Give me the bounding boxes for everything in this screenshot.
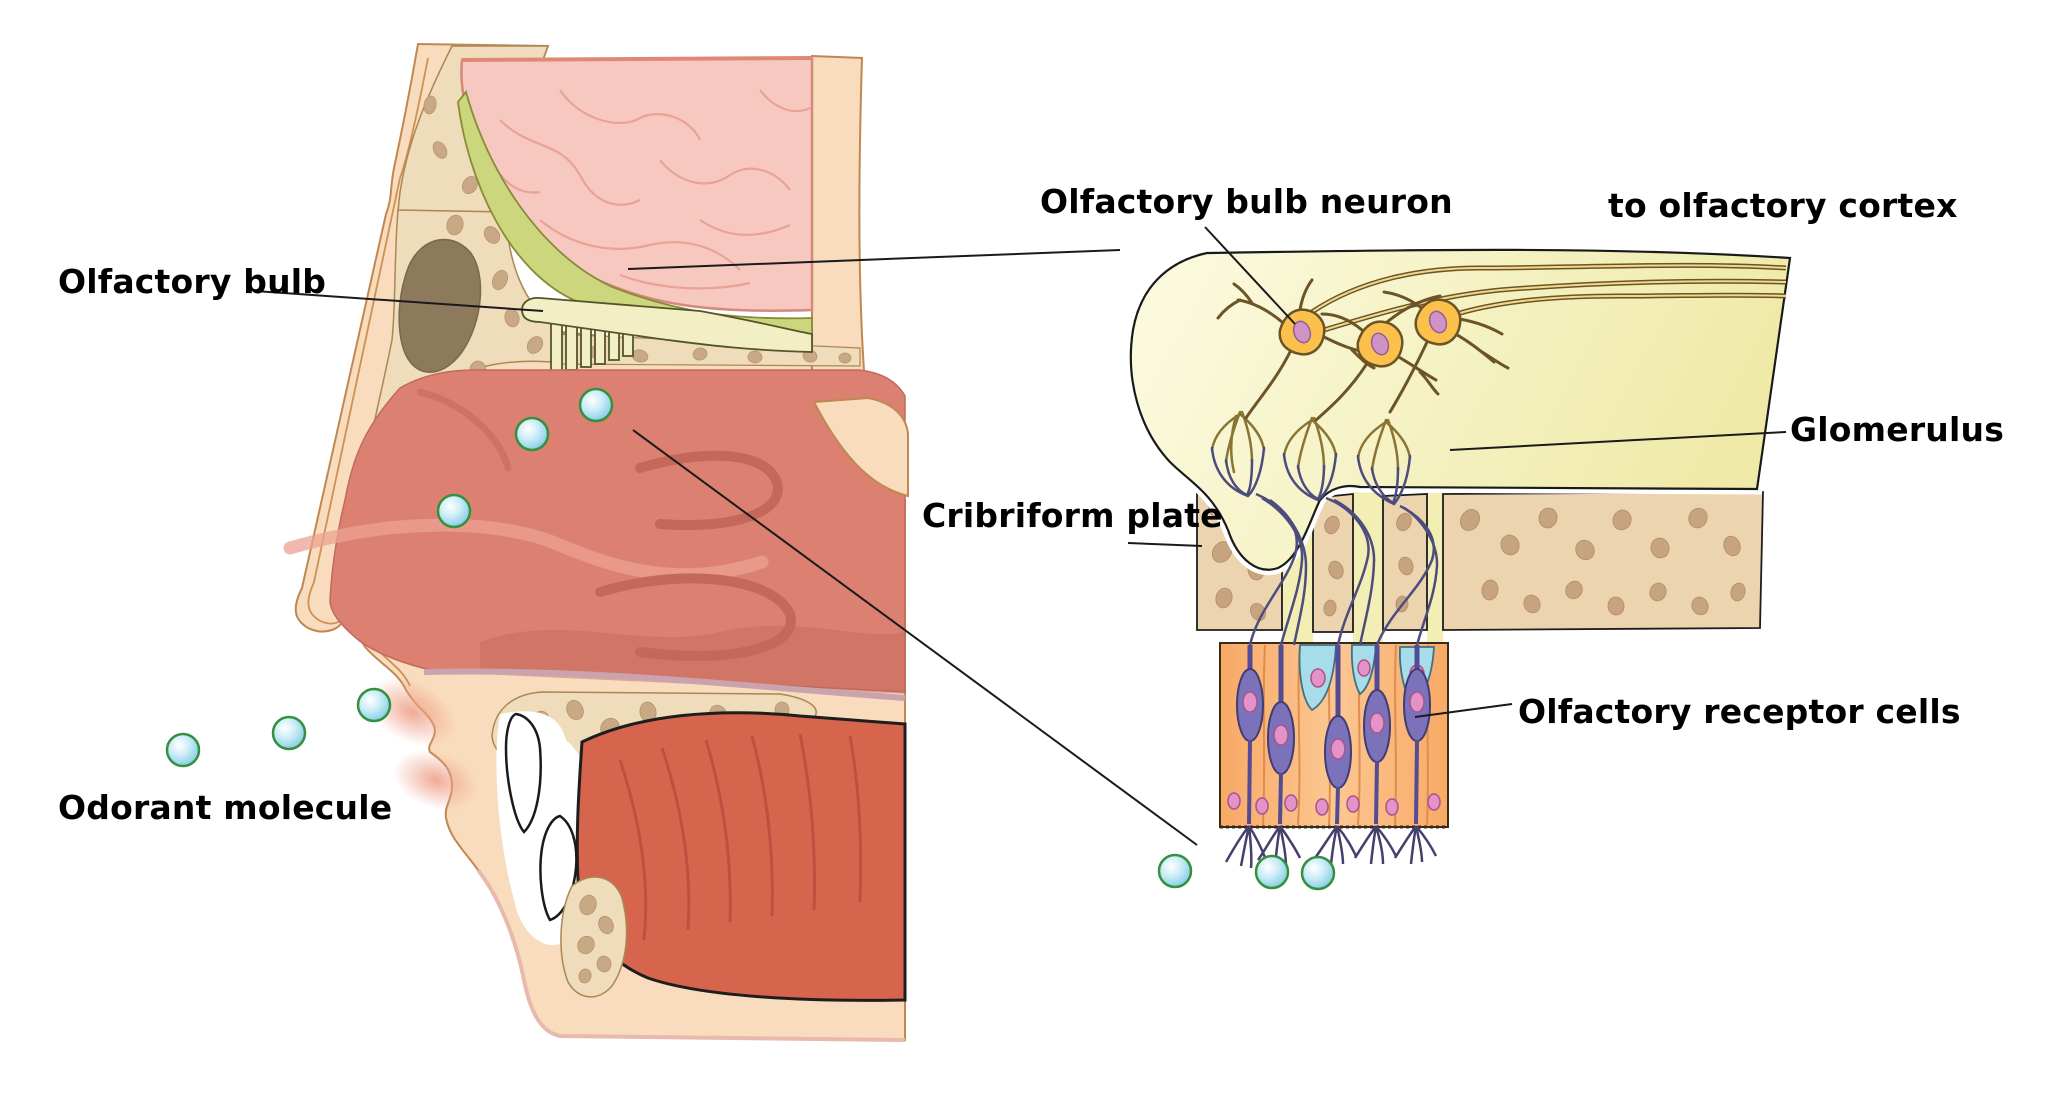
skin-bottom-shade bbox=[476, 868, 906, 1042]
odorant-molecule bbox=[1157, 853, 1193, 889]
receptor-axon-bundles bbox=[1248, 492, 1439, 646]
palate-line bbox=[423, 668, 906, 701]
odorant-molecule bbox=[1300, 855, 1336, 891]
frontal-sinus bbox=[398, 238, 482, 373]
label-olfactory-bulb-neuron: Olfactory bulb neuron bbox=[1040, 182, 1453, 221]
odorant-molecule bbox=[578, 387, 614, 423]
leader-cribriform-plate bbox=[1127, 542, 1203, 547]
leader-olfactory-bulb bbox=[254, 290, 544, 312]
head-cross-section bbox=[165, 42, 909, 1042]
olfactory-receptor-cells-group bbox=[1236, 645, 1431, 825]
brain bbox=[460, 56, 814, 313]
label-odorant-molecule: Odorant molecule bbox=[58, 788, 393, 827]
olfactory-epithelium bbox=[1219, 642, 1449, 869]
turbinate-lower bbox=[595, 573, 796, 661]
label-glomerulus: Glomerulus bbox=[1790, 410, 2005, 449]
glomeruli bbox=[1210, 410, 1412, 506]
glomerulus-basket bbox=[1356, 418, 1412, 472]
odorant-molecule bbox=[271, 715, 307, 751]
upper-incisor bbox=[504, 712, 542, 834]
odorant-molecules-left bbox=[165, 387, 614, 768]
upper-lip-shade bbox=[367, 677, 457, 747]
turbinate-upper bbox=[635, 450, 783, 530]
neuron-somas bbox=[1278, 298, 1462, 368]
leader-bulb-to-magnified bbox=[627, 249, 1121, 270]
olfactory-bulb-left bbox=[521, 297, 813, 375]
olfactory-bulb-neurons bbox=[1216, 262, 1787, 422]
plate-bone bbox=[1442, 491, 1764, 631]
nasopharynx-corner bbox=[812, 396, 909, 498]
basal-nuclei bbox=[1227, 792, 1441, 816]
leader-lines bbox=[254, 226, 1787, 846]
odorant-molecule bbox=[165, 732, 201, 768]
glomerulus-basket bbox=[1282, 452, 1338, 502]
glomerulus-basket bbox=[1210, 410, 1266, 474]
teeth bbox=[504, 712, 578, 922]
odorant-molecule bbox=[436, 493, 472, 529]
label-to-olfactory-cortex: to olfactory cortex bbox=[1608, 186, 1958, 225]
label-olfactory-bulb: Olfactory bulb bbox=[58, 262, 327, 301]
glomerulus-basket bbox=[1282, 416, 1338, 470]
leader-cavity-to-epithelium bbox=[632, 429, 1198, 846]
leader-olfactory-receptor-cells bbox=[1414, 703, 1513, 718]
label-olfactory-receptor-cells: Olfactory receptor cells bbox=[1518, 692, 1961, 731]
odorant-molecule bbox=[356, 687, 392, 723]
tongue bbox=[575, 711, 907, 1002]
odorant-molecule bbox=[514, 416, 550, 452]
axons-to-cortex bbox=[1310, 262, 1787, 333]
leader-glomerulus bbox=[1449, 431, 1787, 451]
lower-incisor bbox=[539, 814, 578, 922]
glomerulus-basket bbox=[1356, 454, 1412, 506]
magnified-olfactory-view bbox=[1125, 244, 1797, 891]
lower-lip-shade bbox=[393, 750, 479, 810]
odorant-molecule bbox=[1254, 854, 1290, 890]
mandible-bone bbox=[560, 876, 628, 998]
label-cribriform-plate: Cribriform plate bbox=[922, 496, 1223, 535]
odorant-molecules-right bbox=[1157, 853, 1336, 891]
glomerulus-basket bbox=[1210, 446, 1266, 498]
leader-olfactory-bulb-neuron bbox=[1204, 226, 1296, 325]
